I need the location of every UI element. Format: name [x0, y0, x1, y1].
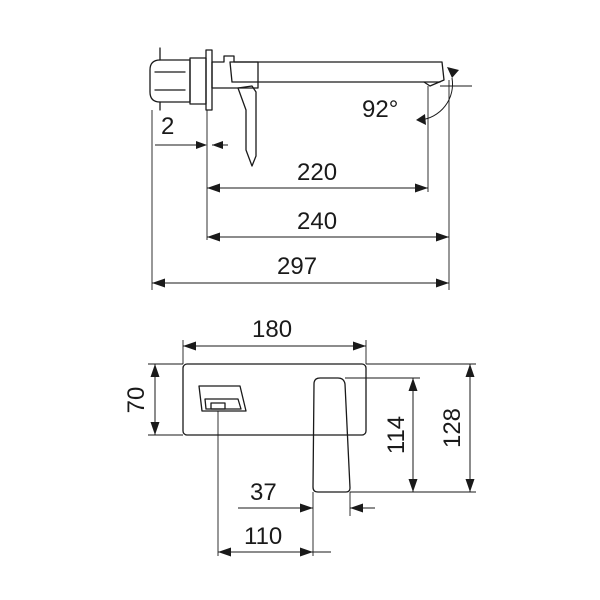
front-lever	[312, 377, 351, 493]
front-view: 180 70 114 128 37	[123, 316, 476, 557]
dim-220-label: 220	[297, 159, 337, 186]
dim-220: 220	[207, 159, 428, 193]
dim-angle: 92°	[362, 67, 472, 125]
dim-114: 114	[383, 378, 418, 492]
dim-110: 110	[218, 523, 331, 557]
dim-128: 128	[439, 364, 475, 492]
spout-outlet	[198, 385, 247, 412]
cover-plate	[182, 363, 367, 436]
dim-37: 37	[238, 479, 375, 513]
mount-body	[149, 47, 259, 111]
dim-297: 297	[152, 253, 449, 288]
dim-wall-gap: 2	[155, 113, 228, 149]
dim-240-label: 240	[297, 208, 337, 235]
dim-180: 180	[183, 316, 366, 351]
dim-angle-label: 92°	[362, 96, 398, 123]
dim-114-label: 114	[383, 416, 410, 454]
dim-wall-gap-label: 2	[161, 113, 174, 140]
dim-180-label: 180	[252, 316, 292, 343]
side-view: 2 92° 220 240 297	[149, 47, 472, 290]
lever-handle	[237, 85, 257, 167]
dim-70: 70	[123, 364, 160, 435]
dim-110-label: 110	[244, 523, 282, 550]
dim-70-label: 70	[123, 387, 150, 414]
dim-128-label: 128	[439, 408, 466, 448]
dim-37-label: 37	[250, 479, 277, 506]
dim-297-label: 297	[277, 253, 317, 280]
dim-240: 240	[207, 208, 449, 242]
spout	[229, 61, 445, 87]
